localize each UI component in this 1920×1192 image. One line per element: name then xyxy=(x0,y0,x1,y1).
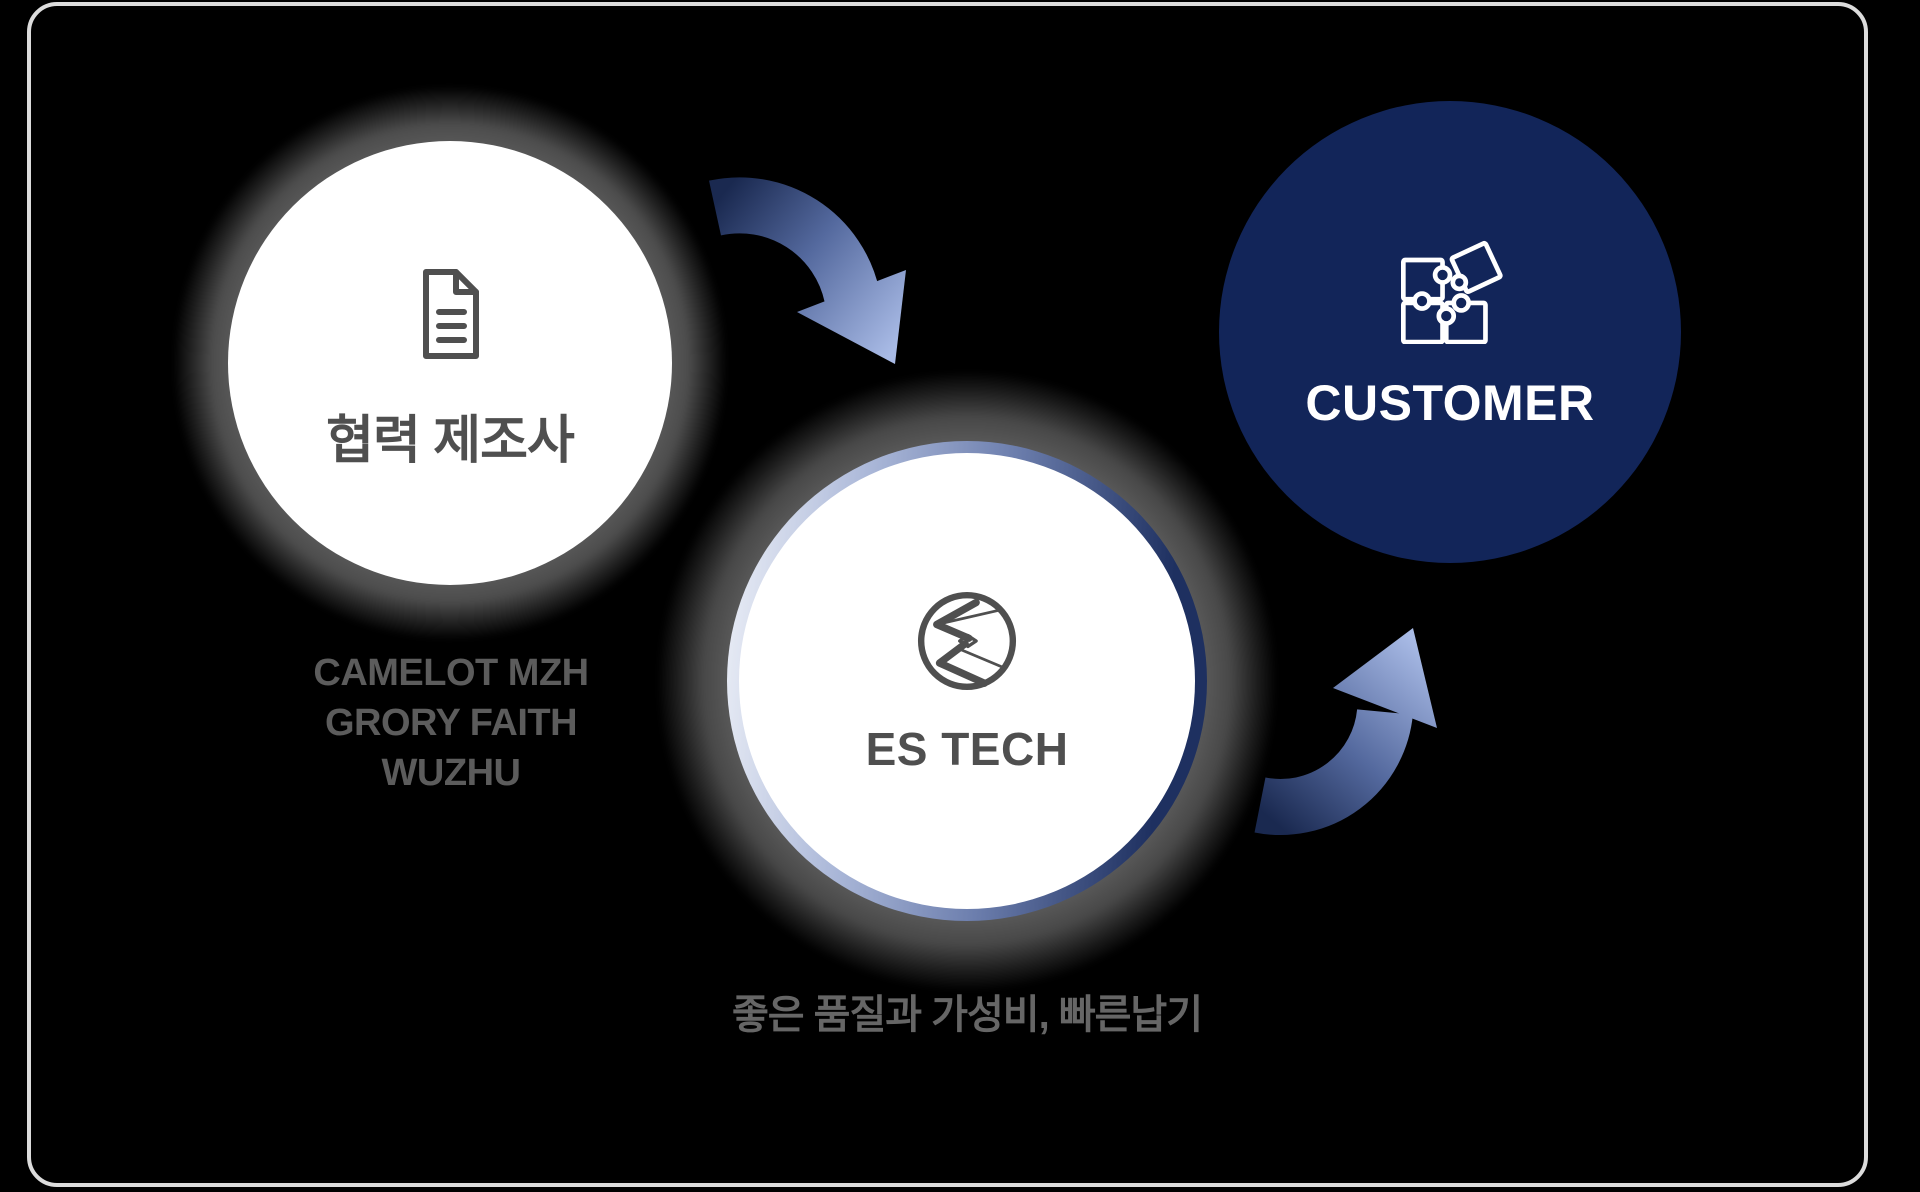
customer-label: CUSTOMER xyxy=(1305,375,1595,431)
partner-sublabel-line: CAMELOT MZH xyxy=(313,652,589,694)
arrow-partner-to-estech-icon xyxy=(709,177,906,364)
document-icon xyxy=(423,268,479,359)
estech-label: ES TECH xyxy=(865,723,1069,775)
estech-circle: ES TECH xyxy=(739,453,1195,909)
estech-logo-icon xyxy=(917,591,1017,691)
partner-sublabel-line: WUZHU xyxy=(381,752,521,794)
card-frame xyxy=(27,2,1868,1187)
arrow-estech-to-customer-icon xyxy=(1254,628,1437,835)
partner-circle: 협력 제조사 xyxy=(228,141,672,585)
estech-gradient-ring: ES TECH xyxy=(727,441,1207,921)
puzzle-icon xyxy=(1401,240,1503,344)
partner-sublabel-line: GRORY FAITH xyxy=(324,702,578,744)
customer-circle: CUSTOMER xyxy=(1219,101,1681,563)
partner-label: 협력 제조사 xyxy=(326,411,575,470)
partner-sublabel: CAMELOT MZH GRORY FAITH WUZHU xyxy=(196,648,706,798)
estech-tagline: 좋은 품질과 가성비, 빠른납기 xyxy=(731,993,1203,1037)
